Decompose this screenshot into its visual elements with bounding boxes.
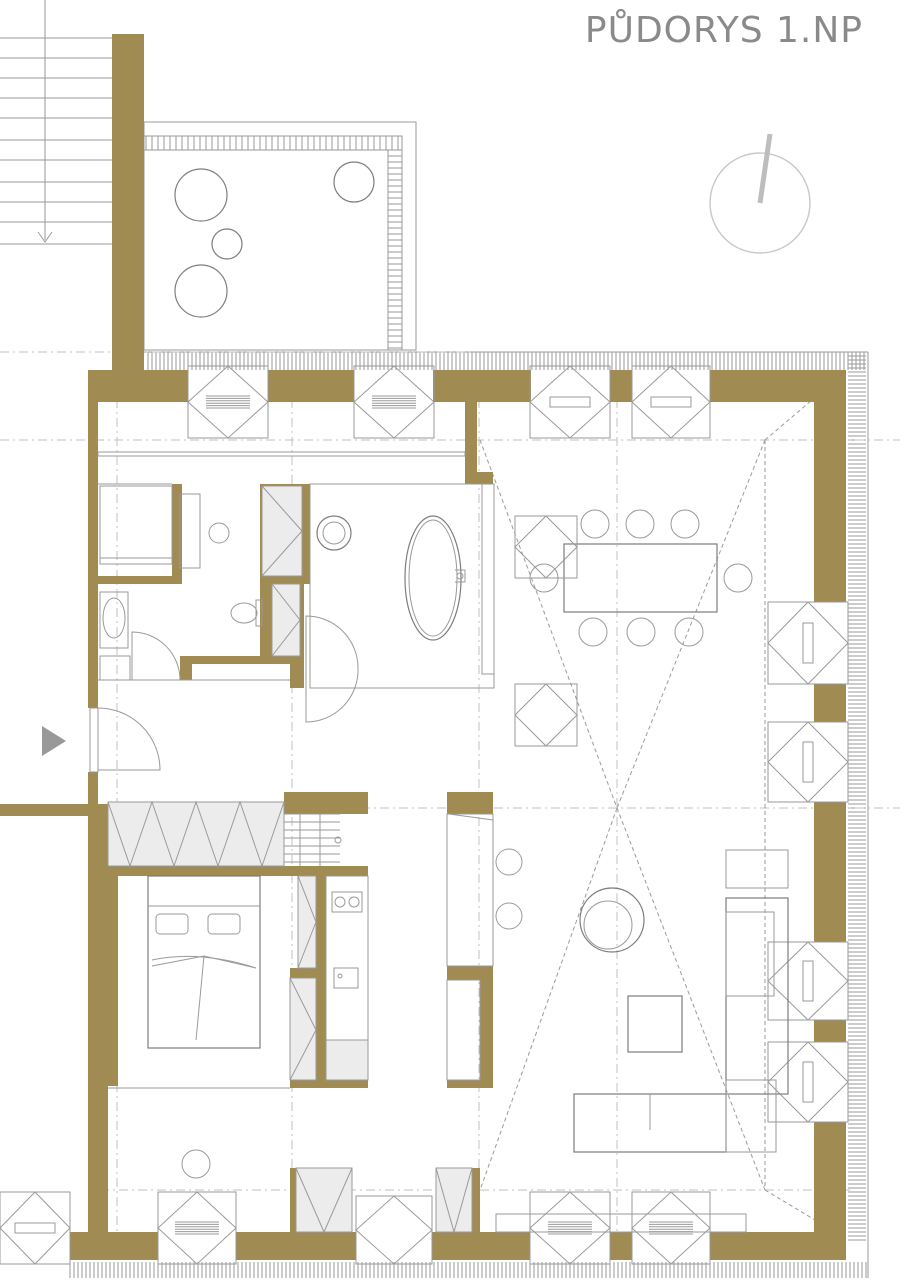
window-icon [767,721,849,803]
toilet [230,602,258,624]
planter-small [211,228,243,260]
entry-arrow-icon [42,726,66,756]
window-icon [0,1191,71,1265]
exterior-staircase [0,0,112,245]
cabinet [435,1167,473,1233]
dining-area [514,509,753,747]
basin-round [316,515,352,551]
chair [578,617,608,647]
bathroom [97,451,495,723]
window-icon [767,1041,849,1123]
chair [580,509,610,539]
sink-cabinet [99,591,129,649]
window-icon [187,365,269,439]
windows [0,365,849,1265]
chair [670,509,700,539]
door-swing [131,631,181,681]
bedroom [108,875,317,1089]
shower [99,485,173,559]
study [181,1149,473,1233]
window-icon [631,1191,711,1265]
armchair [579,887,645,953]
washbasin [208,522,230,544]
cabinet [295,1167,353,1233]
walls [0,34,846,1260]
pillow [207,913,241,935]
fridge [325,1039,369,1081]
window-icon [631,365,711,439]
living-area [495,848,789,1233]
wardrobe [107,801,285,867]
dining-table [563,543,718,613]
skylight [514,683,578,747]
bathroom-door [305,615,359,723]
closet [297,875,317,969]
stool [495,902,523,930]
north-arrow-icon [709,133,811,254]
entrance-door [97,707,161,771]
double-bed [147,875,261,1049]
bathtub [404,515,462,641]
chair [625,509,655,539]
chair [181,1149,211,1179]
sideboard [495,1213,747,1233]
planter-large [174,264,228,318]
washbasin-counter [179,493,201,569]
roof-lines [479,371,846,1239]
stool [495,848,523,876]
facade-hatching [69,351,869,1278]
window-icon [355,1195,433,1265]
closet [289,977,317,1081]
terrace [143,121,417,351]
cabinet [261,485,303,577]
inner-stair [284,813,342,866]
entrance [42,679,342,868]
drawing-title: PŮDORYS 1.NP [584,10,863,51]
chair [723,563,753,593]
planter [333,161,375,203]
pillow [155,913,189,935]
planter-large [174,168,228,222]
window-icon [767,941,849,1021]
chair [674,617,704,647]
coffee-table [627,995,683,1053]
cooktop [331,891,363,913]
window-icon [767,601,849,685]
window-icon [353,365,435,439]
side-table [725,849,789,889]
kitchen [325,813,494,1081]
kitchen-sink [333,967,359,989]
chair [626,617,656,647]
window-icon [529,1191,611,1265]
window-icon [157,1191,237,1265]
window-icon [529,365,611,439]
